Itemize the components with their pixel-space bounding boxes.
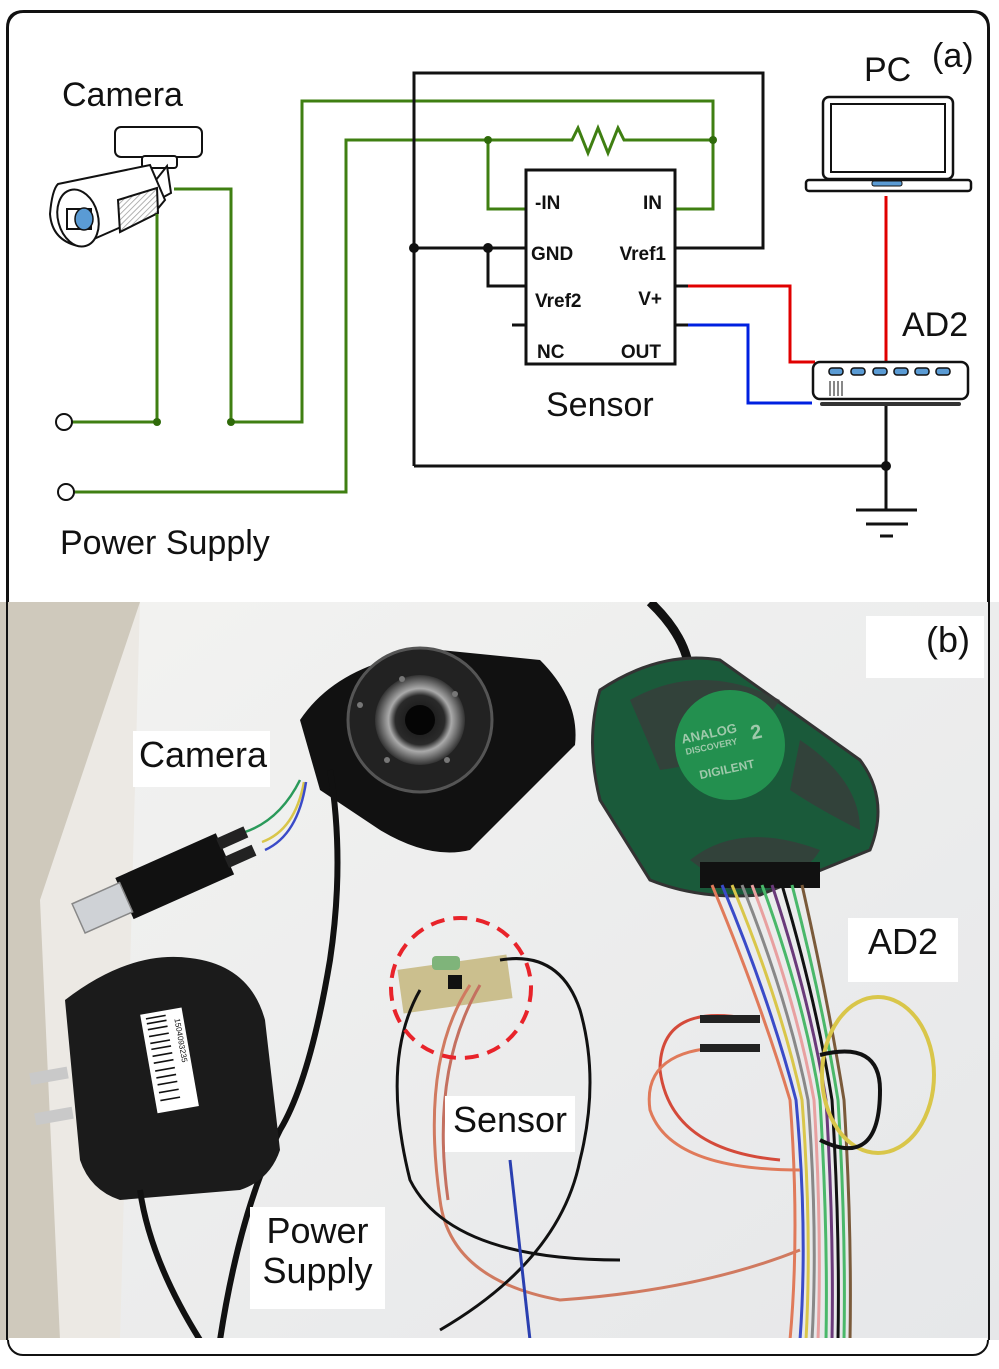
power-supply-label: Power Supply	[60, 524, 270, 562]
pin-vref2: Vref2	[535, 291, 581, 312]
ground-junctions	[409, 243, 891, 471]
yellow-loop-wire	[820, 995, 936, 1155]
ad2-device-photo: ANALOG DISCOVERY 2 DIGILENT	[591, 656, 880, 898]
photo-label-camera: Camera	[133, 731, 270, 787]
sensor-wires	[395, 957, 801, 1340]
vplus-wire	[688, 284, 815, 364]
photo-svg: 1504093235 ANALOG DISCOVERY 2 DIGILENT	[0, 602, 999, 1340]
pin-vref1: Vref1	[620, 244, 667, 265]
sensor-board-photo	[397, 954, 513, 1014]
power-wires	[70, 99, 715, 494]
photo-label-power-supply: Power Supply	[250, 1207, 385, 1309]
power-adapter-photo: 1504093235	[29, 956, 280, 1200]
photo-label-power-line2: Supply	[262, 1250, 373, 1292]
panel-a-tag: (a)	[932, 37, 974, 75]
power-junctions	[153, 136, 717, 426]
photo-label-ad2: AD2	[848, 918, 958, 982]
sensor-highlight-circle	[389, 916, 533, 1060]
panel-a-border	[6, 10, 990, 602]
ad2-brand-number: 2	[749, 721, 764, 745]
pin-out: OUT	[621, 342, 662, 363]
pin-vplus: V+	[638, 289, 662, 310]
photo-label-power-line1: Power	[266, 1210, 369, 1251]
pin-gnd: GND	[531, 244, 573, 265]
panel-b-photo: 1504093235 ANALOG DISCOVERY 2 DIGILENT	[0, 602, 999, 1340]
ad2-label: AD2	[902, 306, 968, 344]
panel-a-schematic: Camera Power Supply	[0, 0, 999, 602]
camera-serial-wires	[244, 779, 308, 852]
photo-label-sensor: Sensor	[445, 1096, 575, 1152]
panel-b-tag: (b)	[866, 616, 984, 678]
sensor-chip	[524, 168, 677, 366]
pin-in: IN	[643, 193, 662, 214]
out-wire	[688, 323, 812, 405]
resistor-icon	[562, 123, 636, 158]
laptop-icon	[804, 95, 973, 193]
webcam-cable	[217, 769, 341, 1340]
camera-label: Camera	[62, 76, 183, 114]
ad2-device-icon	[811, 360, 970, 406]
sensor-label: Sensor	[546, 386, 654, 424]
ad2-flywires	[710, 884, 852, 1340]
usb-serial-adapter	[71, 826, 257, 935]
pin-nc: NC	[537, 342, 565, 363]
pc-label: PC	[864, 51, 911, 89]
pin-minus-in: -IN	[535, 193, 560, 214]
power-terminal-negative	[57, 483, 75, 501]
schematic-svg: Camera Power Supply	[6, 10, 990, 602]
camera-icon	[48, 126, 203, 248]
power-adapter-cable	[137, 1189, 203, 1340]
pin-header	[700, 1015, 760, 1023]
barcode-label: 1504093235	[140, 1007, 199, 1114]
webcam-photo	[300, 646, 576, 853]
power-terminal-positive	[55, 413, 73, 431]
ground-icon	[856, 508, 917, 538]
